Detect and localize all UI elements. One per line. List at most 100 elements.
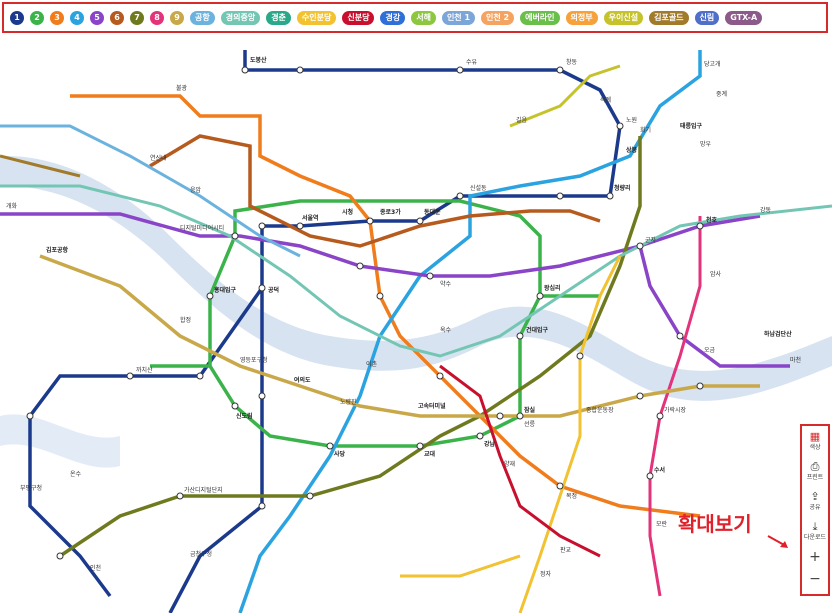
legend-line-chip[interactable]: 에버라인 [520, 10, 560, 25]
station-label: 까치산 [136, 366, 153, 374]
legend-line-chip[interactable]: 경강 [380, 10, 406, 25]
station-label: 길음 [516, 116, 528, 124]
legend-line-chip[interactable]: 3 [50, 10, 64, 25]
tool-line-colors[interactable]: ▦ 색상 [802, 426, 828, 456]
station-label: 신도림 [236, 412, 253, 420]
station-label: 하남검단산 [764, 330, 792, 338]
tool-share[interactable]: ⇪ 공유 [802, 486, 828, 516]
station-label: 종로3가 [380, 208, 401, 216]
station-label: 합정 [180, 316, 191, 324]
station-label: 이촌 [366, 360, 378, 368]
station-label: 잠실 [524, 406, 536, 414]
station-label: 금천구청 [190, 550, 212, 558]
station-label: 개화 [6, 202, 18, 210]
line-9 [39, 254, 760, 418]
station-label: 서울역 [302, 214, 319, 222]
station-label: 옥수 [440, 327, 452, 334]
station-label: 복정 [566, 493, 577, 500]
station-label: 건대입구 [526, 326, 549, 334]
zoom-callout-label: 확대보기 [678, 512, 752, 536]
legend-line-chip[interactable]: 5 [90, 10, 104, 25]
legend-line-chip[interactable]: 1 [10, 10, 24, 25]
tool-label: 다운로드 [803, 534, 827, 541]
legend-line-chip[interactable]: 김포골드 [649, 10, 689, 25]
station-label: 정자 [540, 570, 552, 578]
station-label: 종합운동장 [586, 406, 614, 414]
legend-line-chip[interactable]: 7 [130, 10, 144, 25]
zoom-out-button[interactable]: − [809, 571, 821, 587]
tool-label: 프린트 [806, 474, 824, 481]
print-icon: ⎙ [810, 460, 820, 473]
line-6 [149, 134, 601, 248]
line-shinbundang [439, 364, 601, 558]
station-label: 군자 [645, 236, 657, 244]
legend-line-chip[interactable]: 신림 [694, 10, 720, 25]
station-label: 동대문 [424, 208, 441, 216]
tool-label: 색상 [809, 444, 821, 451]
download-icon: ⤓ [812, 520, 818, 533]
station-label: 온수 [70, 471, 82, 478]
legend-line-chip[interactable]: 서해 [411, 10, 436, 25]
station-label: 가산디지털단지 [184, 486, 223, 494]
legend-line-chip[interactable]: 인천 2 [481, 10, 515, 25]
station-label: 강남 [484, 440, 496, 448]
legend-line-chip[interactable]: 경의중앙 [220, 10, 261, 25]
station-label: 도봉산 [250, 56, 267, 64]
station-label: 노량진 [340, 398, 357, 406]
station-label: 약수 [440, 280, 452, 288]
line-3 [70, 94, 701, 518]
tool-download[interactable]: ⤓ 다운로드 [802, 516, 828, 546]
legend-line-chip[interactable]: 경춘 [266, 10, 291, 25]
line-suin [400, 255, 622, 613]
station-label: 연신내 [150, 154, 167, 162]
station-label: 공덕 [268, 286, 279, 294]
zoom-in-button[interactable]: + [809, 549, 821, 565]
legend-line-chip[interactable]: 8 [150, 10, 164, 25]
legend-line-chip[interactable]: 우이신설 [603, 10, 644, 25]
station-label: 노원 [626, 116, 637, 124]
river-west [0, 414, 120, 468]
station-label: 수유 [466, 59, 478, 66]
subway-map-svg[interactable]: 도봉산 노원 창동 수유 길음 불광 연신내 디지털미디어시티 홍대입구 합정 … [0, 36, 832, 613]
han-river [0, 155, 832, 401]
station-markers [26, 66, 704, 560]
station-label: 고속터미널 [418, 402, 446, 410]
station-label: 시청 [342, 208, 353, 216]
station-label: 응암 [190, 186, 202, 194]
station-label: 영등포구청 [240, 356, 268, 364]
legend-line-chip[interactable]: 공항 [190, 10, 215, 25]
station-label: 수서 [654, 466, 665, 474]
map-tool-panel: ▦ 색상 ⎙ 프린트 ⇪ 공유 ⤓ 다운로드 + − [800, 424, 830, 596]
legend-line-chip[interactable]: 수인분당 [296, 10, 337, 25]
legend-line-chip[interactable]: 의정부 [565, 10, 598, 25]
station-label: 창동 [566, 58, 578, 66]
station-label: 선릉 [524, 420, 536, 428]
share-icon: ⇪ [810, 490, 820, 503]
legend-line-chip[interactable]: 인천 1 [441, 10, 476, 25]
station-label: 사당 [334, 450, 346, 458]
callout-arrow-icon [767, 535, 788, 548]
station-label: 태릉입구 [680, 122, 703, 130]
station-label: 신설동 [470, 184, 487, 192]
station-label: 인천 [90, 564, 101, 572]
legend-line-chip[interactable]: 6 [110, 10, 124, 25]
station-label: 상봉 [626, 146, 638, 154]
legend-line-chip[interactable]: 9 [170, 10, 184, 25]
subway-map[interactable]: 도봉산 노원 창동 수유 길음 불광 연신내 디지털미디어시티 홍대입구 합정 … [0, 36, 832, 613]
legend-line-chip[interactable]: 2 [30, 10, 44, 25]
tool-print[interactable]: ⎙ 프린트 [802, 456, 828, 486]
station-label: 양재 [504, 460, 515, 468]
station-label: 회기 [640, 126, 651, 134]
station-label: 중계 [716, 90, 727, 98]
station-label: 홍대입구 [214, 286, 237, 294]
line-airport [0, 124, 301, 258]
legend-line-chip[interactable]: GTX-A [725, 10, 763, 25]
station-label: 당고개 [704, 60, 721, 68]
line-gimpo [0, 154, 81, 178]
legend-line-chip[interactable]: 4 [70, 10, 84, 25]
station-labels: 도봉산 노원 창동 수유 길음 불광 연신내 디지털미디어시티 홍대입구 합정 … [6, 56, 801, 578]
station-label: 디지털미디어시티 [180, 224, 224, 232]
legend-line-chip[interactable]: 신분당 [342, 10, 375, 25]
station-label: 석계 [600, 96, 611, 104]
station-label: 교대 [424, 450, 436, 458]
